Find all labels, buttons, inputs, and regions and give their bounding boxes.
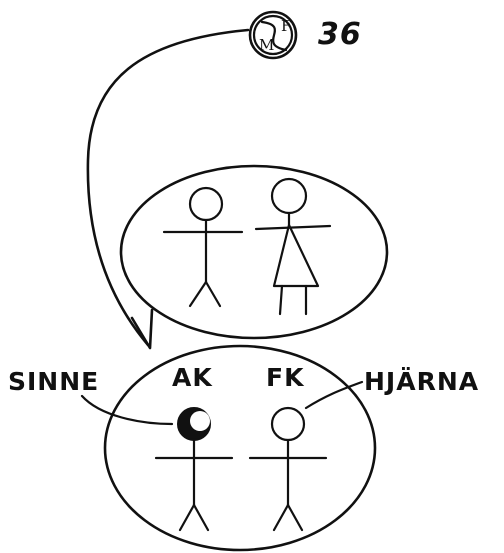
upper-figure-female (256, 179, 330, 314)
lower-ellipse (105, 346, 375, 550)
label-ak: AK (172, 363, 213, 392)
upper-ellipse (121, 166, 387, 338)
sinne-connector (82, 396, 172, 424)
hjarna-connector (306, 382, 362, 408)
logo-letter-f: F (281, 17, 291, 35)
logo-letter-m: M (259, 36, 274, 54)
upper-figure-male (164, 188, 242, 306)
label-hjarna: HJÄRNA (364, 366, 479, 396)
label-fk: FK (266, 363, 305, 392)
lower-figure-fk (250, 408, 326, 530)
msf-logo-icon: F M (250, 12, 296, 58)
badge-number: 36 (318, 17, 362, 52)
lower-figure-ak (156, 408, 232, 530)
label-sinne: SINNE (8, 367, 99, 396)
curved-arrow (88, 30, 248, 348)
